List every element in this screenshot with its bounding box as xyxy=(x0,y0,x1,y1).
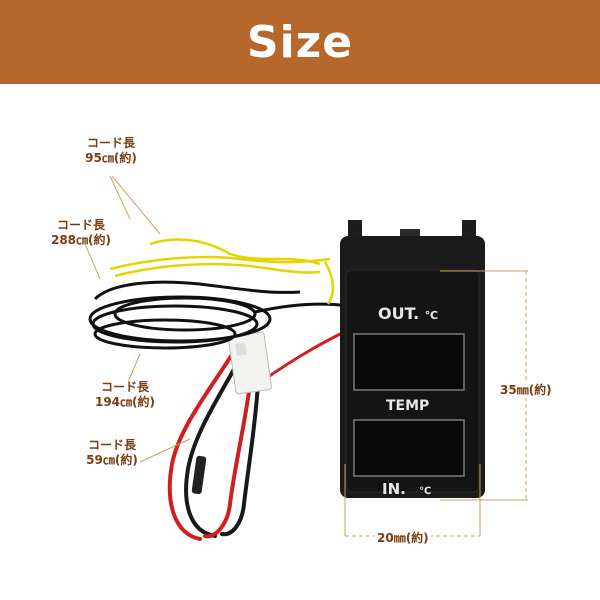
cord-label-59: コード長 59㎝(約) xyxy=(76,438,148,468)
cord-label-length: 95㎝(約) xyxy=(85,151,137,165)
meter-body xyxy=(340,220,485,498)
cord-label-194: コード長 194㎝(約) xyxy=(86,380,164,410)
width-dimension-label: 20㎜(約) xyxy=(375,529,431,546)
pointer-lines xyxy=(84,175,191,463)
product-photo xyxy=(84,175,528,541)
red-black-wires xyxy=(167,327,352,541)
cord-label-name: コード長 xyxy=(100,380,149,394)
out-label-text: OUT. xyxy=(378,304,420,323)
out-unit: ℃ xyxy=(424,309,439,322)
cord-label-length: 194㎝(約) xyxy=(94,395,156,409)
out-label: OUT. ℃ xyxy=(378,304,438,323)
banner-title: Size xyxy=(246,16,354,68)
cord-label-name: コード長 xyxy=(86,136,135,150)
height-dimension-label: 35㎜(約) xyxy=(498,381,554,398)
dimension-lines xyxy=(344,270,528,537)
cord-label-288: コード長 288㎝(約) xyxy=(42,218,120,248)
black-wire-coil xyxy=(88,280,351,350)
in-label: IN. ℃ xyxy=(382,480,431,498)
cord-label-name: コード長 xyxy=(87,438,136,452)
cord-label-length: 288㎝(約) xyxy=(50,233,112,247)
cord-label-length: 59㎝(約) xyxy=(86,453,138,467)
yellow-wire-coil xyxy=(109,238,335,305)
product-stage: コード長 95㎝(約) コード長 288㎝(約) コード長 194㎝(約) コー… xyxy=(0,84,600,600)
white-connector xyxy=(228,331,272,395)
cord-label-name: コード長 xyxy=(56,218,105,232)
in-unit: ℃ xyxy=(419,486,432,497)
temp-label: TEMP xyxy=(386,398,430,414)
title-banner: Size xyxy=(0,0,600,84)
cord-label-95: コード長 95㎝(約) xyxy=(76,136,146,166)
in-label-text: IN. xyxy=(382,480,406,498)
